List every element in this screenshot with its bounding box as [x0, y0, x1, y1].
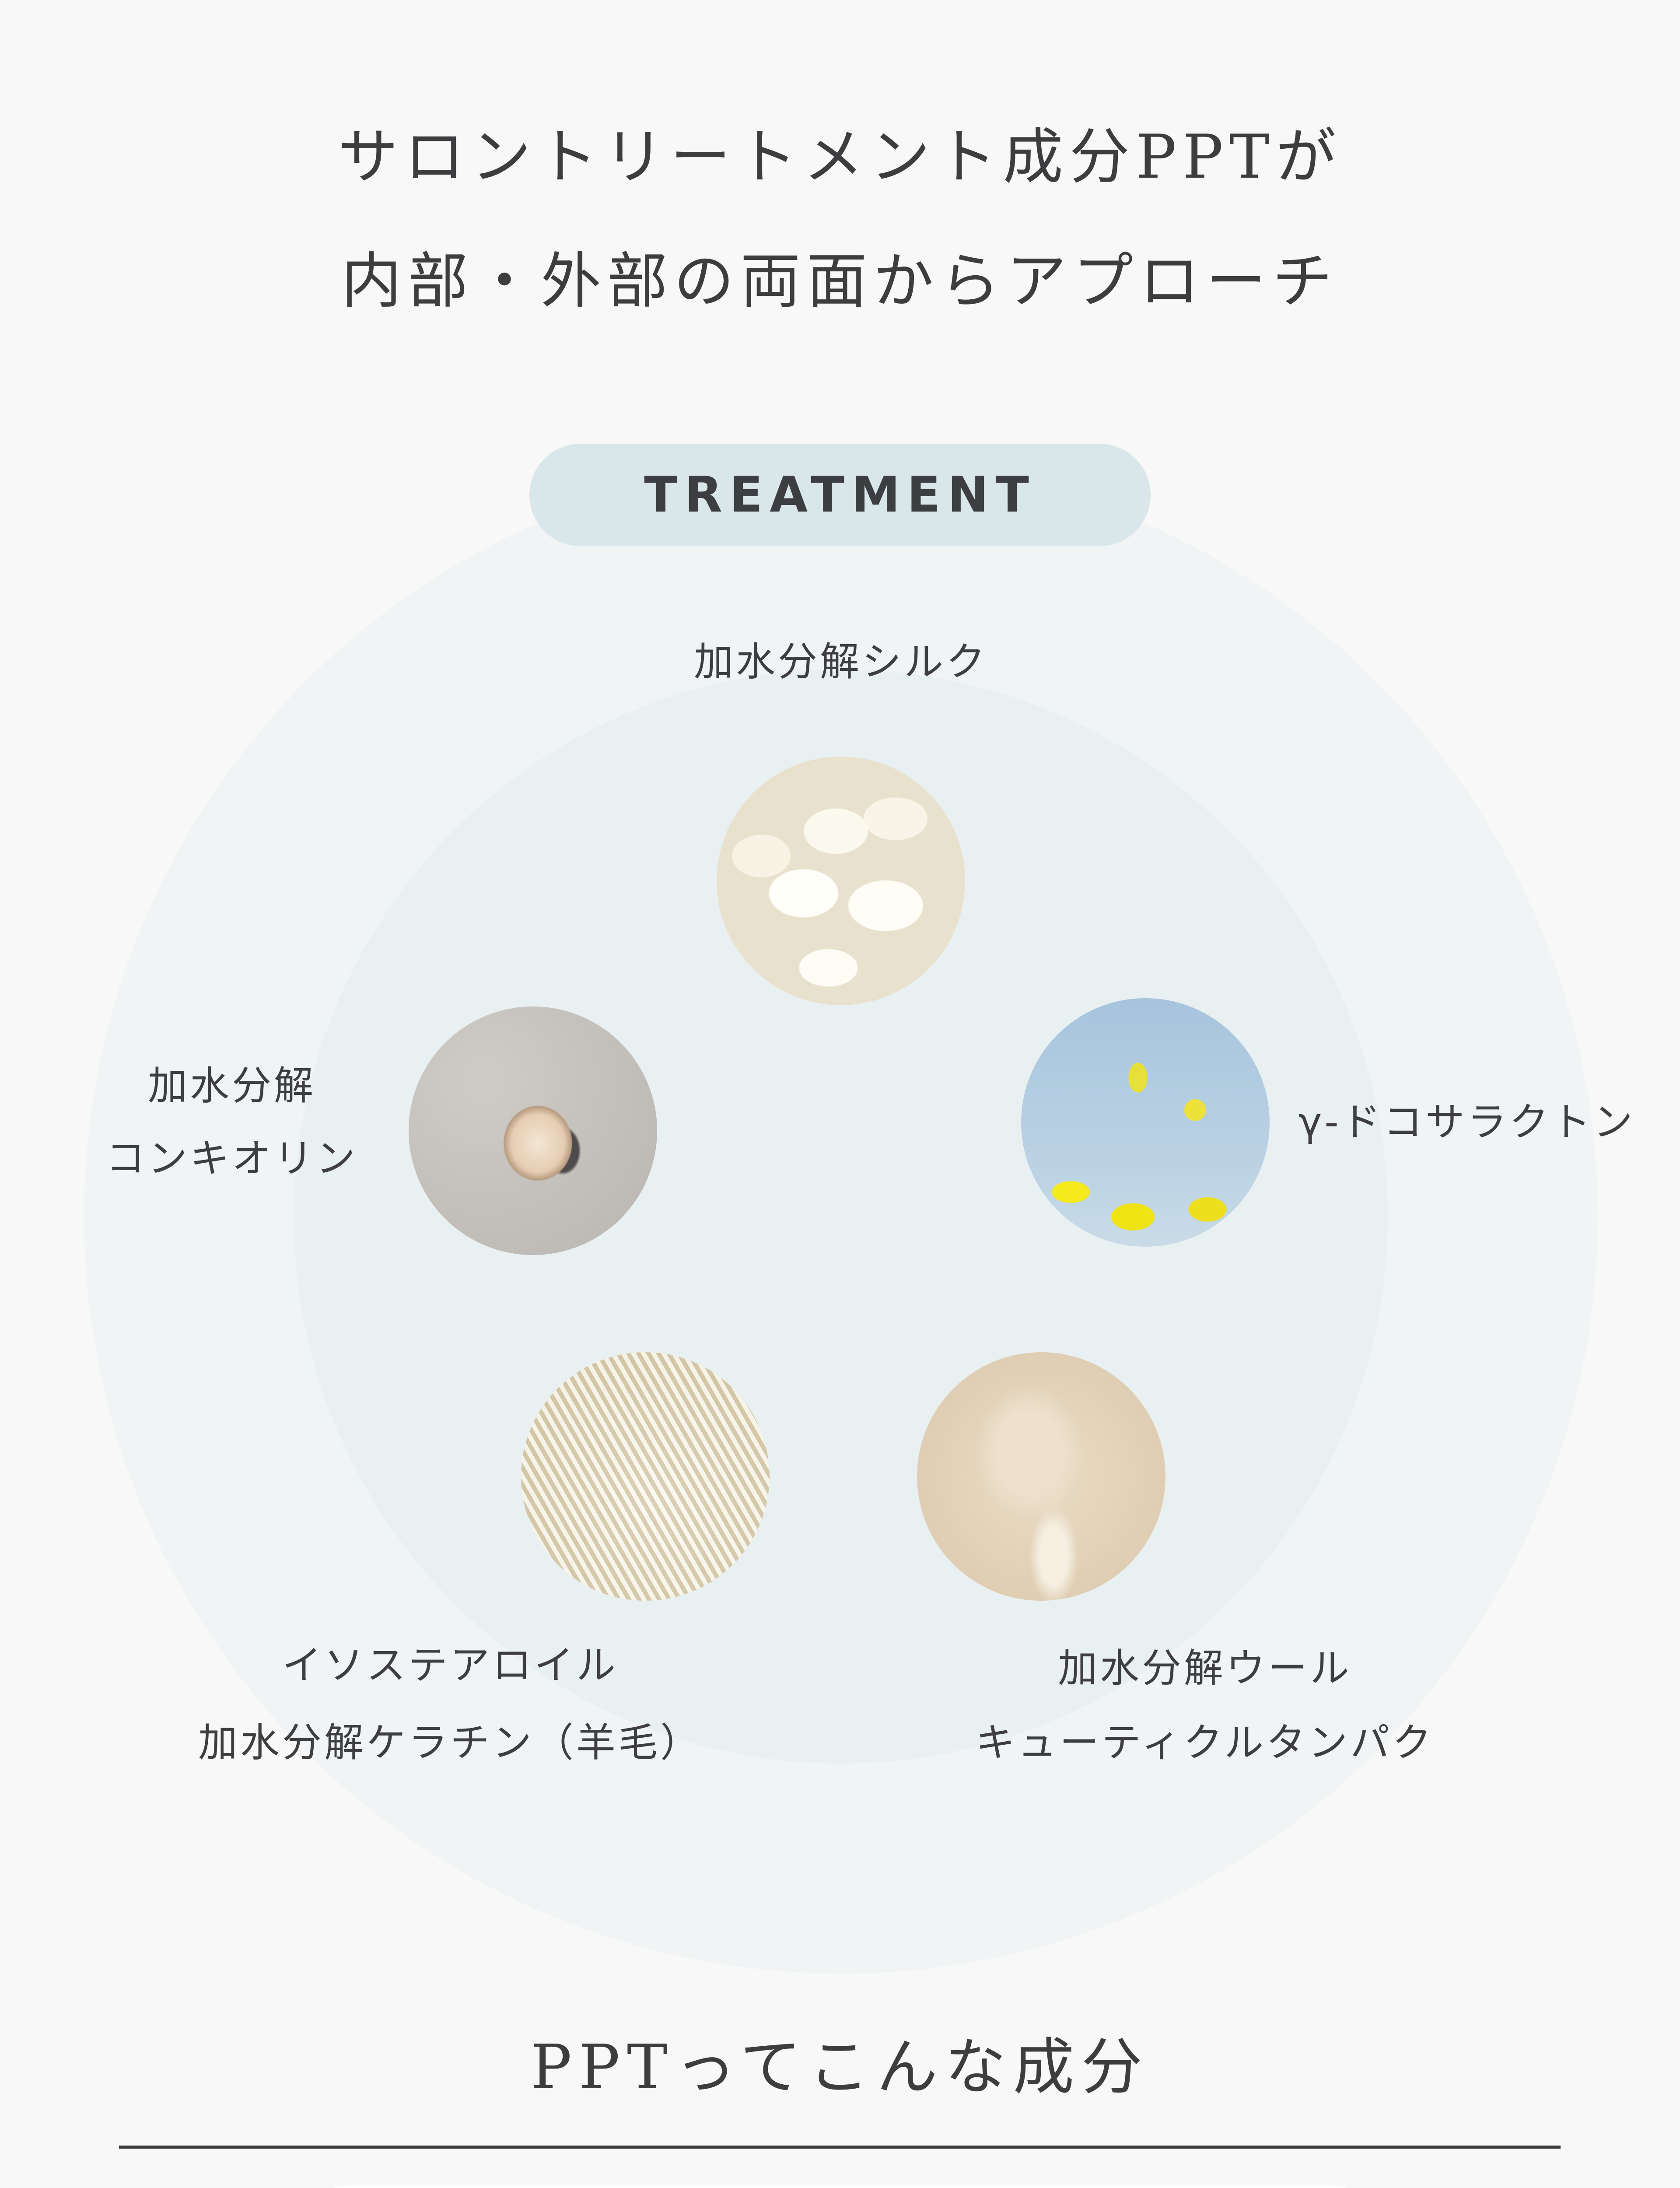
ingredient-label-keratin-line-1: イソステアロイル — [282, 1642, 618, 1688]
page-title-line-2: 内部・外部の両面からアプローチ — [341, 246, 1339, 316]
ingredient-label-conchiolin-line-1: 加水分解 — [148, 1063, 316, 1109]
section-heading: PPTってこんな成分 — [530, 2032, 1150, 2103]
ingredient-label-keratin-line-2: 加水分解ケラチン（羊毛） — [198, 1720, 702, 1766]
section-divider — [119, 2146, 1561, 2149]
ingredient-label-silk: 加水分解シルク — [694, 639, 988, 685]
ingredient-label-conchiolin-line-2: コンキオリン — [106, 1136, 358, 1182]
raw-wool-fiber-photo — [521, 1352, 770, 1601]
seashell-on-sand-photo — [409, 1006, 657, 1255]
rapeseed-flower-photo — [1021, 998, 1270, 1247]
ingredient-label-wool-line-1: 加水分解ウール — [1058, 1645, 1352, 1691]
definition-pill: タンパク質加水分解物＝Polypeptide — [298, 2185, 1382, 2188]
treatment-badge-label: TREATMENT — [644, 466, 1036, 523]
ingredient-label-wool-line-2: キューティクルタンパク — [976, 1720, 1434, 1766]
silk-cocoons-photo — [717, 757, 965, 1005]
ingredient-label-docosalactone: γ-ドコサラクトン — [1298, 1099, 1635, 1145]
treatment-badge: TREATMENT — [529, 444, 1151, 546]
page-title-line-1: サロントリートメント成分PPTが — [338, 122, 1342, 192]
soft-wool-photo — [917, 1352, 1166, 1601]
